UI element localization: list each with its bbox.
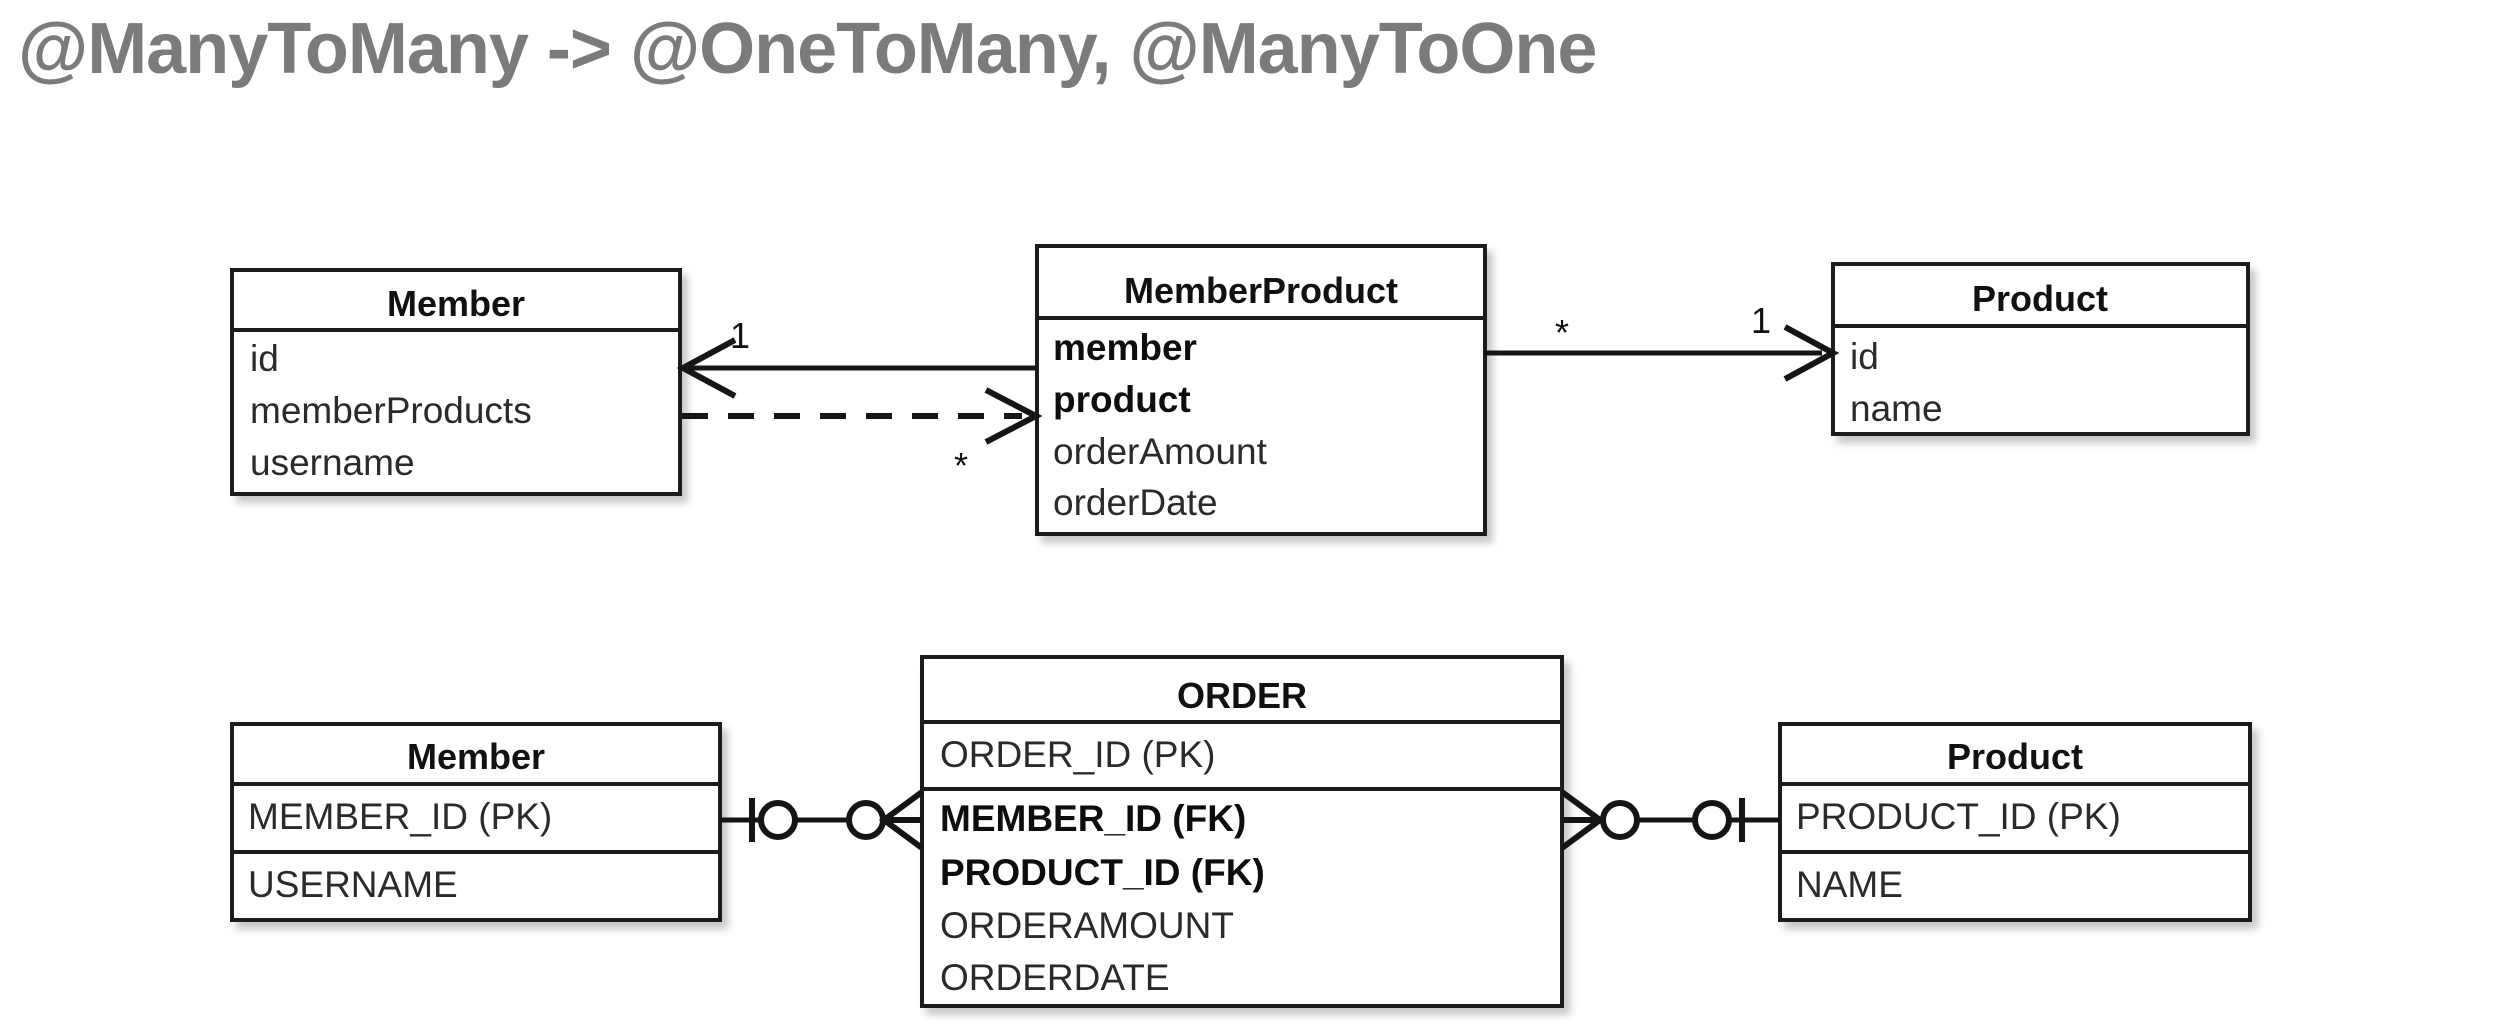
uml-class-memberproduct-attr-member: member (1053, 327, 1197, 368)
uml-multiplicity-many-memberproducts: * (954, 445, 968, 486)
uml-association-memberproduct-to-member[interactable] (676, 337, 1037, 399)
uml-class-product-attr-name: name (1850, 388, 1943, 429)
er-table-order-col-order-id: ORDER_ID (PK) (940, 734, 1215, 775)
uml-class-diagram: Member id memberProducts username Member… (230, 244, 2250, 536)
er-table-member-title: Member (407, 736, 545, 777)
uml-class-member-attr-id: id (250, 338, 279, 379)
uml-class-memberproduct-attr-orderdate: orderDate (1053, 482, 1218, 523)
uml-class-member-title: Member (387, 283, 525, 324)
uml-multiplicity-many-memberproduct-side: * (1555, 312, 1569, 353)
er-table-order-col-member-id: MEMBER_ID (FK) (940, 798, 1246, 839)
er-table-order-title: ORDER (1177, 675, 1307, 716)
er-table-product-title: Product (1947, 736, 2083, 777)
uml-multiplicity-one-member: 1 (730, 315, 750, 356)
uml-association-member-to-memberproducts[interactable] (682, 387, 1043, 445)
er-table-member-col-username: USERNAME (248, 864, 458, 905)
er-table-product-col-product-id: PRODUCT_ID (PK) (1796, 796, 2121, 837)
er-table-order-col-product-id: PRODUCT_ID (FK) (940, 852, 1265, 893)
er-table-member-col-member-id: MEMBER_ID (PK) (248, 796, 552, 837)
er-table-order-col-orderamount: ORDERAMOUNT (940, 905, 1234, 946)
uml-association-memberproduct-to-product[interactable] (1485, 324, 1840, 382)
page-title: @ManyToMany -> @OneToMany, @ManyToOne (18, 9, 1597, 89)
uml-multiplicity-one-product-side: 1 (1751, 300, 1771, 341)
er-table-order[interactable] (920, 655, 1564, 1008)
er-table-product-col-name: NAME (1796, 864, 1903, 905)
er-relationship-member-order[interactable] (720, 789, 924, 851)
uml-class-memberproduct-title: MemberProduct (1124, 270, 1398, 311)
uml-class-memberproduct-attr-orderamount: orderAmount (1053, 431, 1268, 472)
er-table-member[interactable] (230, 722, 722, 922)
er-relationship-order-product[interactable] (1560, 789, 1780, 851)
er-table-product[interactable] (1778, 722, 2252, 922)
uml-class-memberproduct[interactable] (1035, 244, 1487, 536)
uml-class-member-attr-memberproducts: memberProducts (250, 390, 532, 431)
uml-class-product-title: Product (1972, 278, 2108, 319)
er-table-order-col-orderdate: ORDERDATE (940, 957, 1170, 998)
er-table-diagram: Member MEMBER_ID (PK) USERNAME ORDER ORD… (230, 655, 2252, 1008)
uml-class-product[interactable] (1831, 262, 2250, 436)
uml-class-memberproduct-attr-product: product (1053, 379, 1191, 420)
uml-class-product-attr-id: id (1850, 336, 1879, 377)
uml-class-member[interactable] (230, 268, 682, 496)
uml-class-member-attr-username: username (250, 442, 415, 483)
